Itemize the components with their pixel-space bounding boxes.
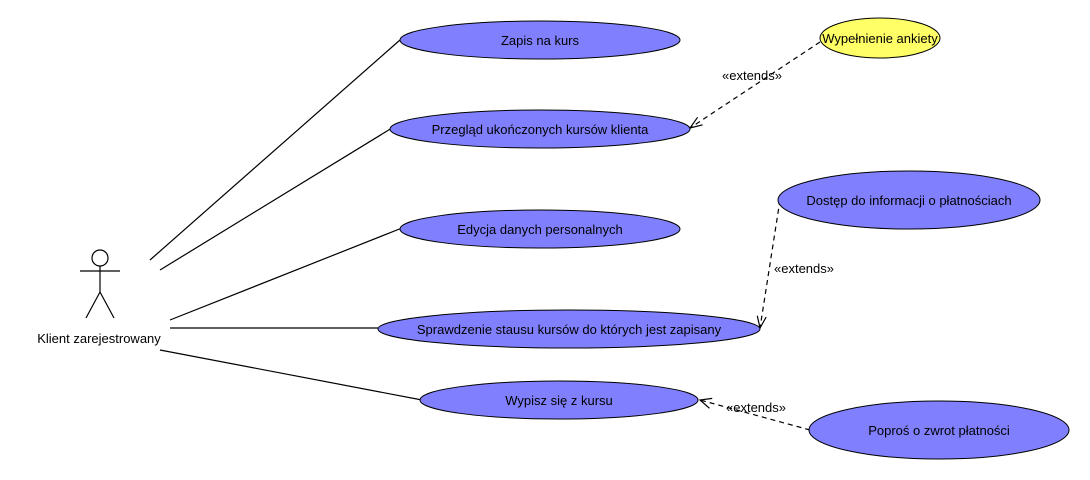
use-case-sprawdzenie-label: Sprawdzenie stausu kursów do których jes… [417,322,722,337]
use-case-przeglad[interactable]: Przegląd ukończonych kursów klienta [389,109,691,149]
use-case-zwrot[interactable]: Poproś o zwrot płatności [808,400,1070,460]
use-case-przeglad-label: Przegląd ukończonych kursów klienta [432,122,650,137]
use-case-wypisz[interactable]: Wypisz się z kursu [419,380,699,420]
extend-line-ankieta [689,41,821,129]
actor-left-leg [85,291,101,319]
association-zapis [149,39,401,261]
use-case-platnosci[interactable]: Dostęp do informacji o płatnościach [777,170,1041,230]
actor-name: Klient zarejestrowany [37,331,161,346]
extend-labels: «extends» «extends» «extends» [722,68,834,415]
use-case-ankieta-label: Wypełnienie ankiety [822,31,938,46]
extend-relations [688,41,821,431]
use-case-edycja-shape[interactable] [399,209,681,249]
use-case-zapis-shape[interactable] [399,20,681,60]
association-wypisz [159,349,423,401]
associations [149,39,423,401]
use-case-zapis[interactable]: Zapis na kurs [399,20,681,60]
extend-label-platnosci: «extends» [774,261,834,276]
use-case-sprawdzenie-shape[interactable] [377,309,761,349]
extend-label-zwrot: «extends» [726,400,786,415]
use-case-zapis-label: Zapis na kurs [501,33,580,48]
association-przeglad [159,127,393,271]
use-case-ankieta[interactable]: Wypełnienie ankiety [819,17,941,59]
use-case-przeglad-shape[interactable] [389,109,691,149]
use-case-zwrot-label: Poproś o zwrot płatności [868,423,1010,438]
actor-head [91,249,109,267]
use-case-wypisz-shape[interactable] [419,380,699,420]
extend-line-zwrot [699,399,811,431]
actor-klient[interactable]: Klient zarejestrowany [37,249,161,346]
use-case-wypisz-label: Wypisz się z kursu [505,393,613,408]
extend-arrowhead-wypisz [698,397,713,409]
extend-line-platnosci [759,199,781,329]
use-case-platnosci-shape[interactable] [777,170,1041,230]
association-edycja [169,227,403,321]
use-case-sprawdzenie[interactable]: Sprawdzenie stausu kursów do których jes… [377,309,761,349]
use-case-platnosci-label: Dostęp do informacji o płatnościach [806,193,1011,208]
use-case-edycja-label: Edycja danych personalnych [457,222,623,237]
use-case-zwrot-shape[interactable] [808,400,1070,460]
extend-label-ankieta: «extends» [722,68,782,83]
use-case-ankieta-shape[interactable] [819,17,941,59]
use-case-edycja[interactable]: Edycja danych personalnych [399,209,681,249]
actor-right-leg [99,291,115,319]
